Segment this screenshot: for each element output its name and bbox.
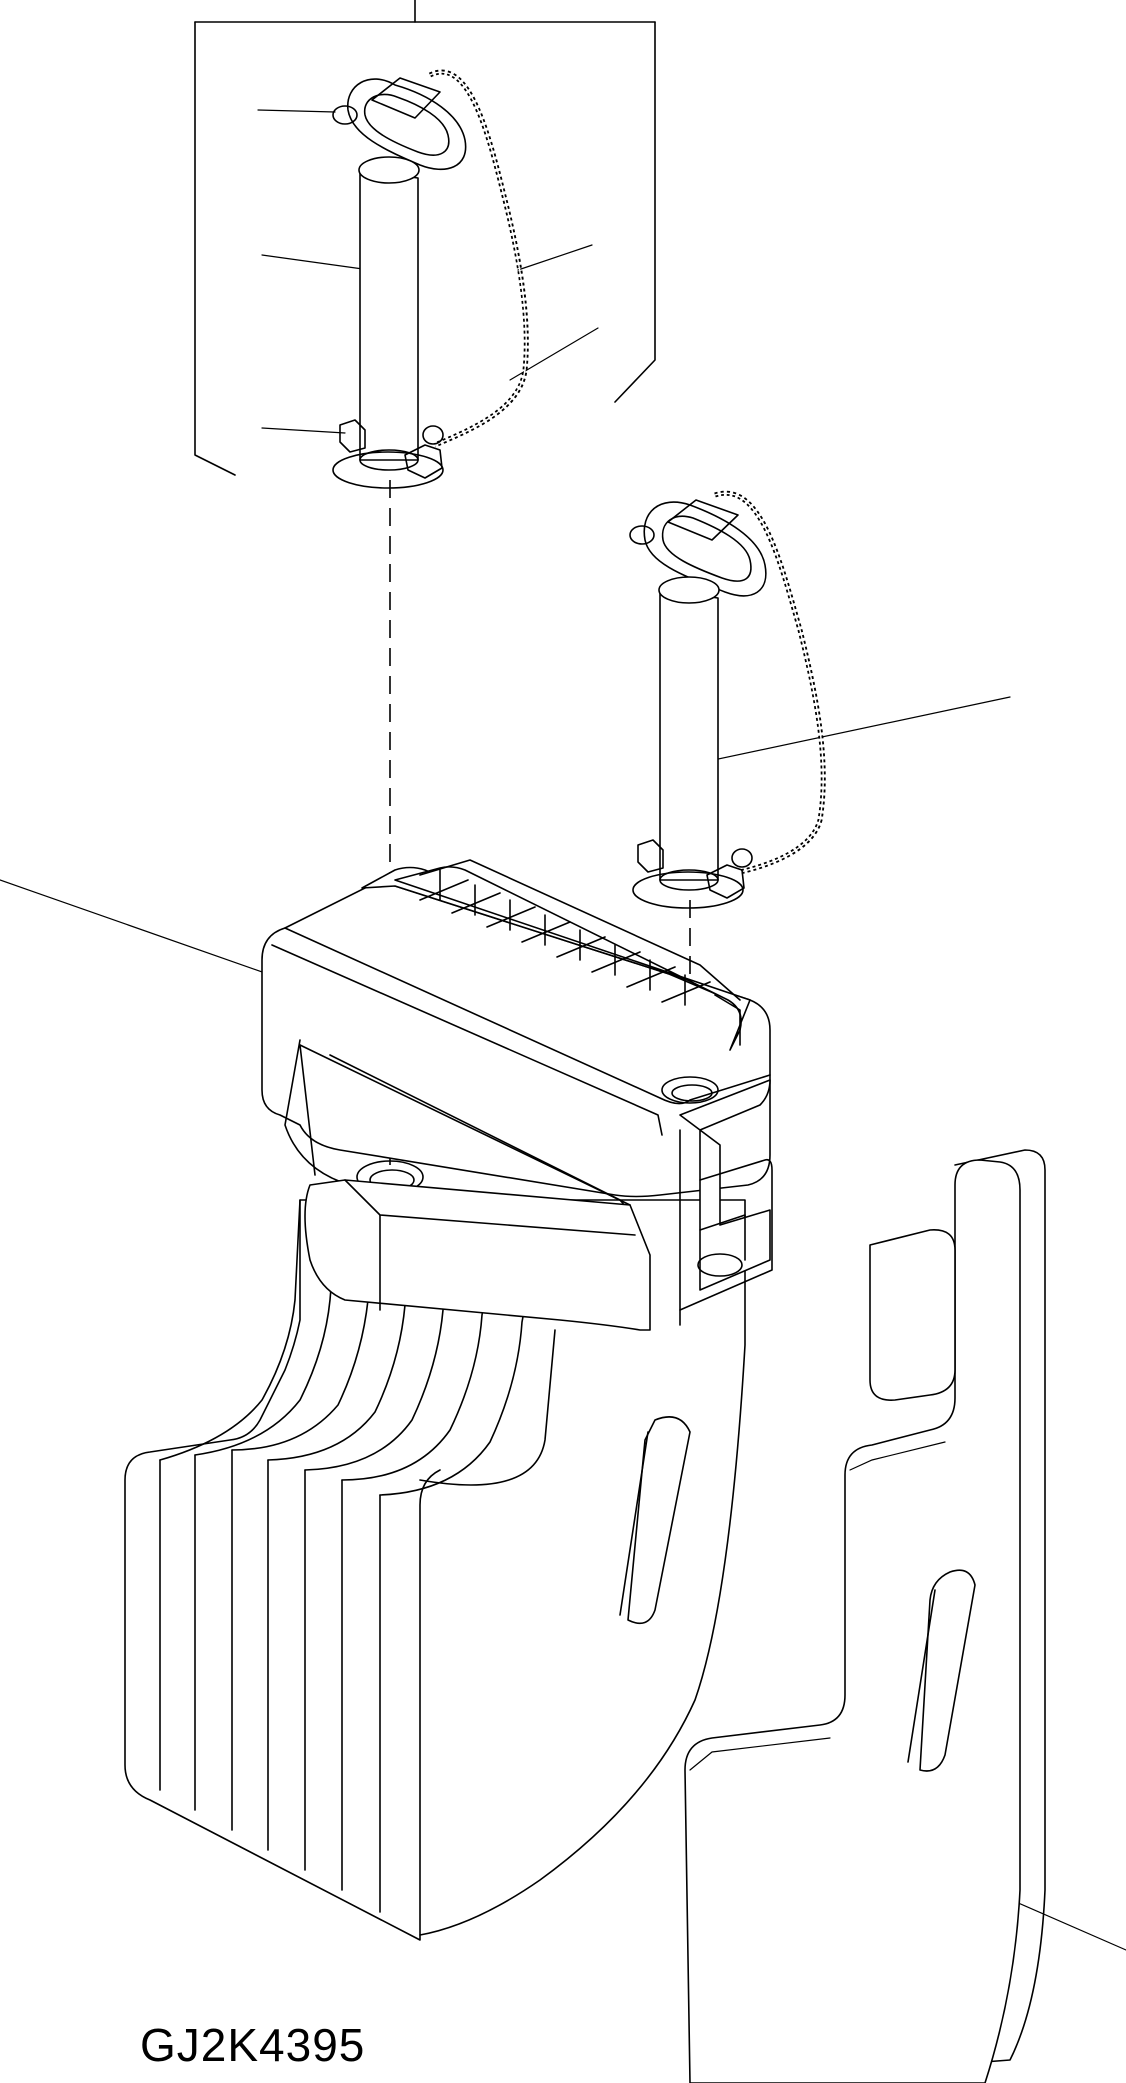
lock-pin-assembly-top [332,69,529,489]
kit-bracket-frame [194,0,656,476]
leader-lines [0,109,1126,1951]
figure-code-label: GJ2K4395 [140,2019,366,2071]
counterweight-plate [684,1149,1046,2083]
lock-pin-assembly-right [629,490,826,909]
counterweight-block [124,859,773,1941]
